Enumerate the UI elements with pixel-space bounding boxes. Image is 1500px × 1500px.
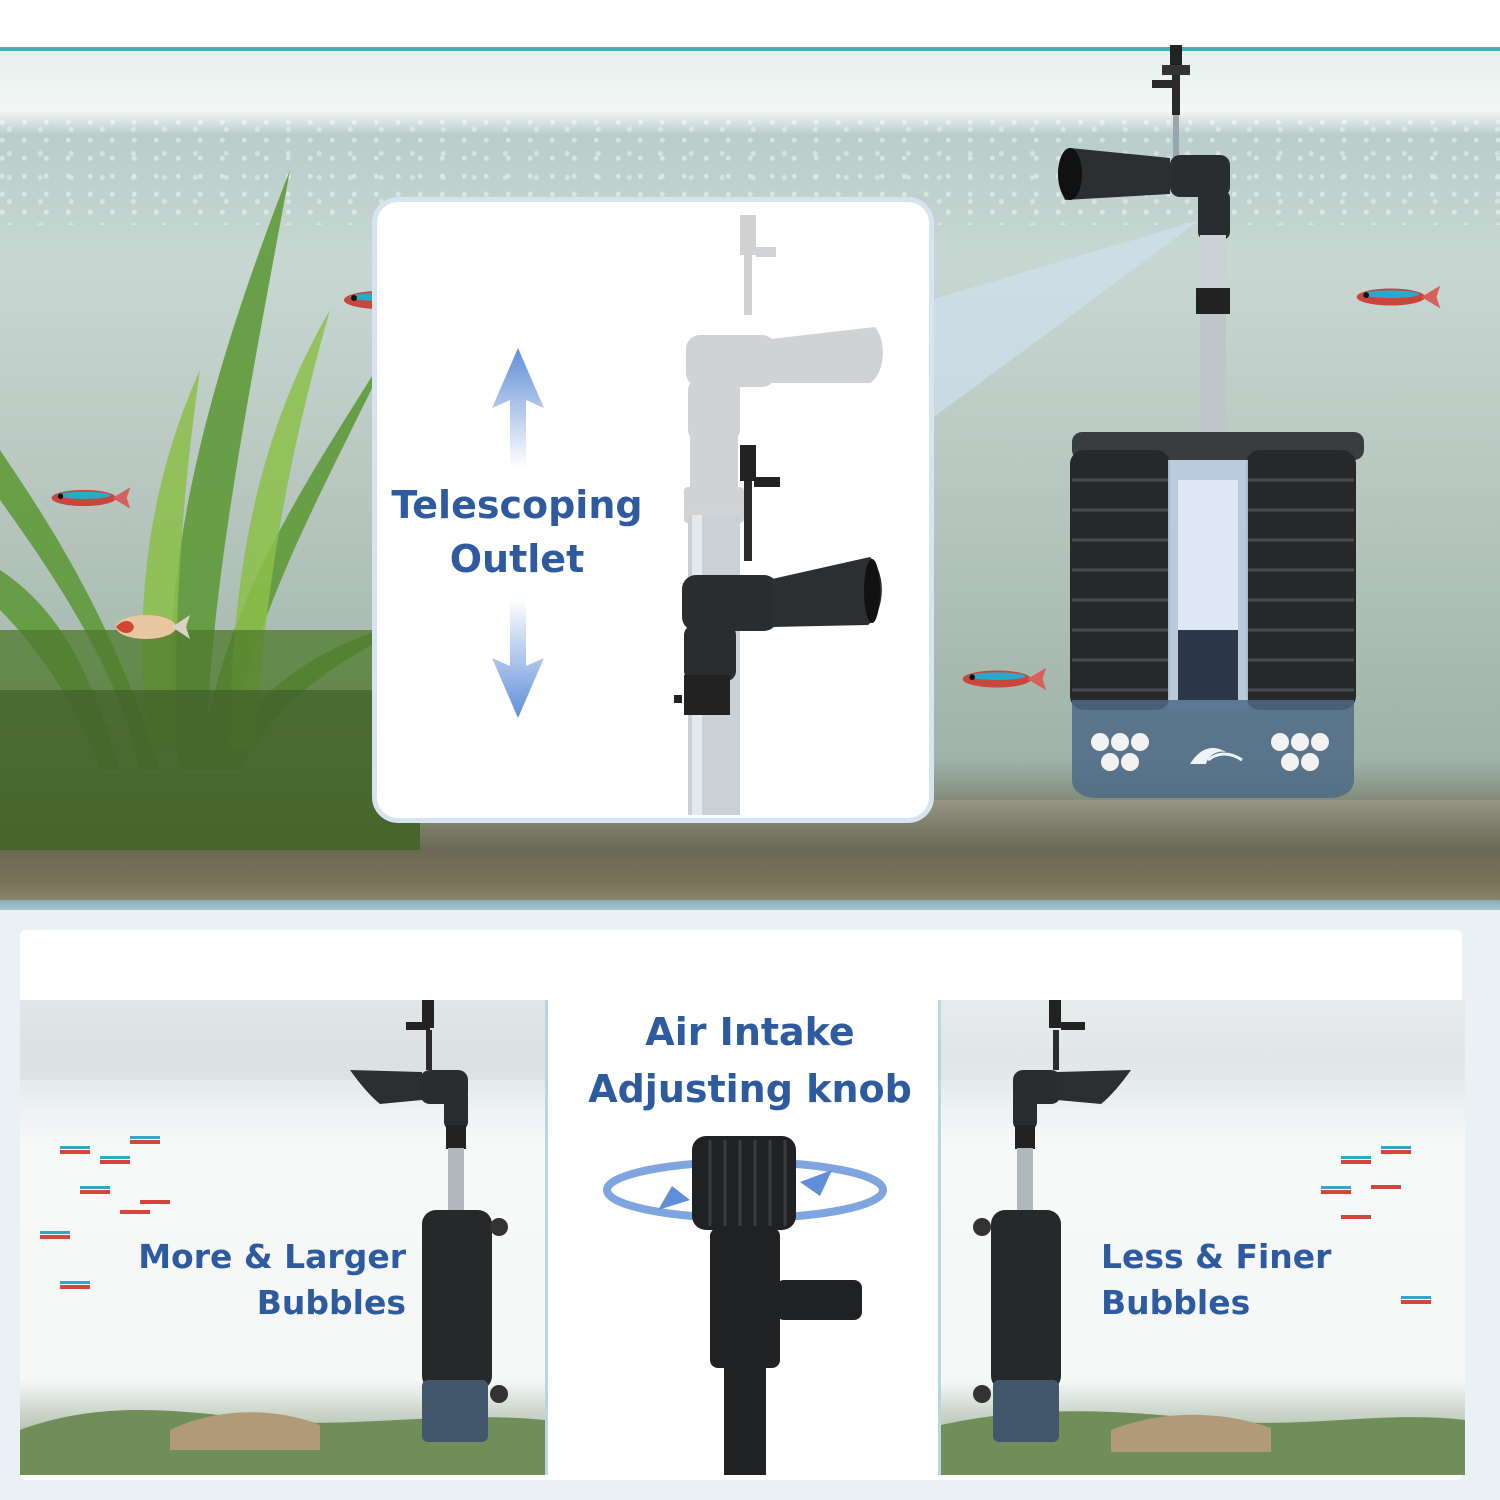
neon-tetra-fish [51, 487, 131, 509]
tank-right-art [941, 1000, 1465, 1475]
outlet-label-line1: Telescoping [391, 483, 643, 527]
outlet-beam [930, 220, 1200, 420]
telescoping-outlet-panel [372, 197, 934, 823]
tank-rim [0, 47, 1500, 51]
less-label-line1: Less & Finer [1101, 1237, 1332, 1276]
knob-label-line1: Air Intake [645, 1010, 855, 1054]
neon-tetra-fish [962, 667, 1047, 691]
outlet-label-line2: Outlet [449, 537, 585, 581]
air-intake-knob-diagram [603, 1136, 887, 1475]
telescoping-outlet-label: Telescoping Outlet [382, 478, 652, 586]
more-label-line1: More & Larger [138, 1237, 406, 1276]
tank-left-art [20, 1000, 545, 1475]
tank-less-bubbles: Less & Finer Bubbles [938, 1000, 1465, 1475]
tank-more-bubbles: More & Larger Bubbles [20, 1000, 548, 1475]
sponge-filter-left [350, 1000, 508, 1442]
sponge-filter-main [1058, 45, 1364, 798]
more-bubbles-label: More & Larger Bubbles [120, 1234, 406, 1326]
more-label-line2: Bubbles [256, 1283, 406, 1322]
wave-logo-icon [1190, 748, 1243, 764]
telescoping-outlet-diagram [674, 215, 883, 815]
double-arrow-up-icon [492, 348, 544, 468]
rummy-nose-fish [116, 615, 190, 639]
sponge-filter-right [973, 1000, 1131, 1442]
knob-label-line2: Adjusting knob [588, 1067, 912, 1111]
neon-tetra-fish [1356, 285, 1441, 309]
less-bubbles-label: Less & Finer Bubbles [1101, 1234, 1401, 1326]
bottom-strip [0, 1480, 1500, 1500]
aquatic-plants [0, 170, 420, 850]
less-label-line2: Bubbles [1101, 1283, 1251, 1322]
air-intake-knob-label: Air Intake Adjusting knob [560, 1004, 940, 1118]
double-arrow-down-icon [492, 598, 544, 718]
